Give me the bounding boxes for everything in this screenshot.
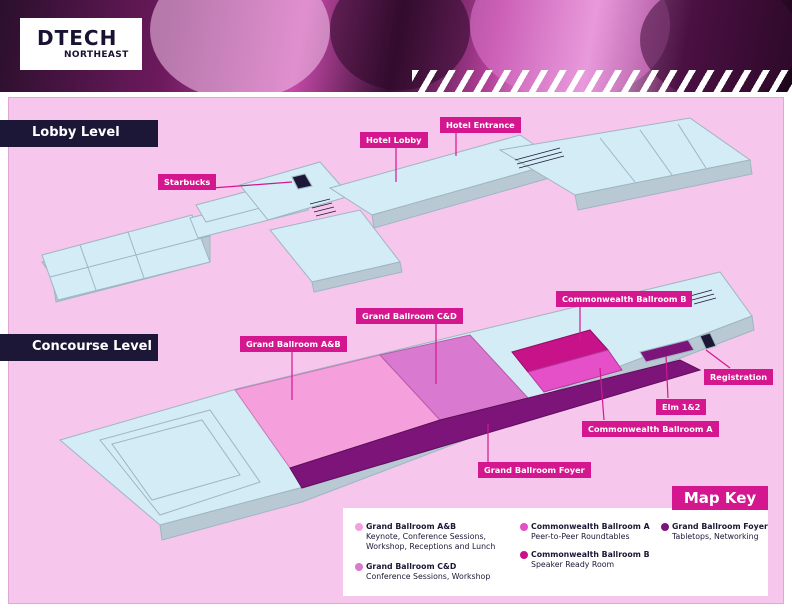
commonwealth-ballroom-a — [527, 349, 623, 393]
callout-foyer: Grand Ballroom Foyer — [478, 462, 591, 478]
key-desc: Tabletops, Networking — [672, 532, 759, 541]
lobby-room-line — [677, 123, 707, 169]
starbucks-marker — [291, 173, 313, 190]
key-item-commonwealth-b: Commonwealth Ballroom B Speaker Ready Ro… — [520, 550, 650, 570]
callout-starbucks: Starbucks — [158, 174, 217, 190]
callout-hotel-entrance: Hotel Entrance — [440, 117, 521, 133]
lobby-level-label: Lobby Level — [0, 120, 158, 147]
callout-commonwealth-a: Commonwealth Ballroom A — [582, 421, 719, 437]
key-item-grand-ballroom-ab: Grand Ballroom A&B Keynote, Conference S… — [355, 522, 496, 552]
key-name: Grand Ballroom A&B — [366, 522, 457, 531]
callout-grand-ballroom-cd: Grand Ballroom C&D — [356, 308, 463, 324]
key-name: Grand Ballroom C&D — [366, 562, 457, 571]
logo-sub-text: NORTHEAST — [64, 50, 129, 60]
lobby-room-line — [639, 129, 673, 176]
key-item-foyer: Grand Ballroom Foyer Tabletops, Networki… — [661, 522, 768, 542]
callout-registration: Registration — [704, 369, 774, 385]
logo-main-text: DTECH — [37, 26, 118, 50]
concourse-level-map — [58, 271, 755, 541]
banner-swirl — [150, 0, 330, 92]
lobby-level-map — [41, 117, 753, 303]
lobby-wall — [311, 261, 403, 293]
registration-marker — [699, 332, 717, 350]
key-desc: Peer-to-Peer Roundtables — [531, 532, 630, 541]
lobby-stairs — [309, 198, 337, 217]
callout-commonwealth-b: Commonwealth Ballroom B — [556, 291, 693, 307]
lobby-room-line — [599, 137, 636, 183]
key-name: Grand Ballroom Foyer — [672, 522, 768, 531]
callout-leaders — [211, 132, 731, 462]
key-desc: Workshop, Receptions and Lunch — [366, 542, 496, 551]
concourse-west-room — [111, 419, 241, 501]
key-desc: Keynote, Conference Sessions, — [366, 532, 486, 541]
banner-stripes — [412, 70, 792, 92]
key-swatch — [520, 551, 528, 559]
callout-grand-ballroom-ab: Grand Ballroom A&B — [240, 336, 347, 352]
key-name: Commonwealth Ballroom A — [531, 522, 650, 531]
key-swatch — [355, 523, 363, 531]
header-banner: DTECH NORTHEAST — [0, 0, 792, 92]
elm-rooms — [639, 339, 695, 363]
lobby-east-stairs — [514, 147, 565, 169]
lobby-east-wing — [498, 117, 752, 196]
key-desc: Conference Sessions, Workshop — [366, 572, 491, 581]
callout-elm: Elm 1&2 — [656, 399, 707, 415]
key-swatch — [661, 523, 669, 531]
key-swatch — [520, 523, 528, 531]
grand-ballroom-foyer — [289, 359, 702, 489]
map-key-title: Map Key — [672, 486, 768, 510]
key-name: Commonwealth Ballroom B — [531, 550, 650, 559]
dtech-logo: DTECH NORTHEAST — [20, 18, 142, 70]
key-item-grand-ballroom-cd: Grand Ballroom C&D Conference Sessions, … — [355, 562, 491, 582]
map-key-panel — [343, 508, 768, 596]
concourse-stairs — [689, 289, 717, 305]
key-swatch — [355, 563, 363, 571]
callout-hotel-lobby: Hotel Lobby — [360, 132, 428, 148]
key-desc: Speaker Ready Room — [531, 560, 615, 569]
concourse-level-label: Concourse Level — [0, 334, 158, 361]
lobby-room-line — [49, 237, 203, 278]
lobby-wall — [574, 159, 753, 211]
key-item-commonwealth-a: Commonwealth Ballroom A Peer-to-Peer Rou… — [520, 522, 650, 542]
